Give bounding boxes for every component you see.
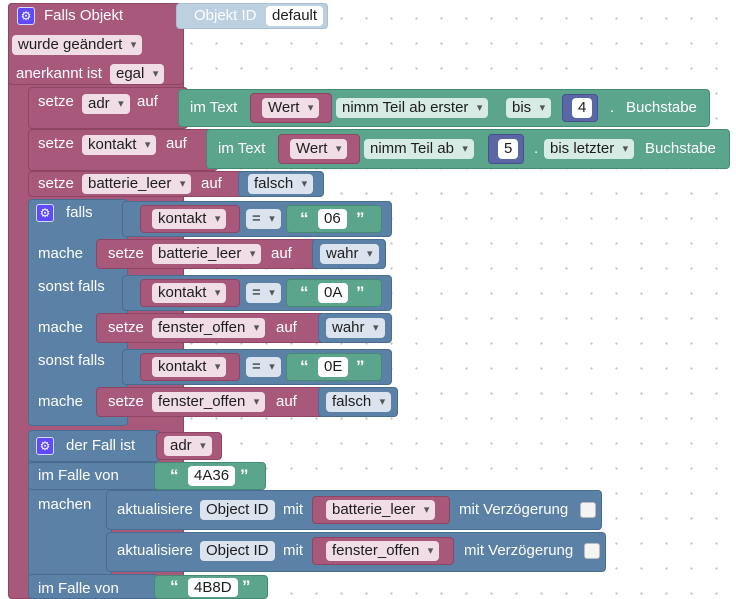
set-label: setze bbox=[38, 135, 74, 152]
quote-close-icon: ” bbox=[242, 577, 251, 596]
switch-var-dropdown[interactable]: adr bbox=[164, 436, 212, 456]
text-field-0E[interactable]: 0E bbox=[318, 357, 349, 377]
suffix-label-1: Buchstabe bbox=[626, 99, 697, 116]
quote-open-icon: “ bbox=[300, 209, 309, 228]
with-label-1: mit bbox=[283, 501, 303, 518]
dot-label-1: . bbox=[610, 99, 615, 116]
operator-dropdown-3[interactable]: = bbox=[246, 357, 281, 377]
delay-label-2: mit Verzögerung bbox=[464, 542, 574, 559]
to-label: auf bbox=[137, 93, 158, 110]
case-do-label: machen bbox=[38, 496, 92, 513]
bool-dropdown-wahr-1[interactable]: wahr bbox=[320, 244, 379, 264]
operator-dropdown-2[interactable]: = bbox=[246, 283, 281, 303]
quote-open-icon: “ bbox=[170, 466, 179, 485]
number-field-4[interactable]: 4 bbox=[572, 98, 593, 118]
update-label-2: aktualisiere bbox=[117, 542, 193, 559]
text-field-06[interactable]: 06 bbox=[318, 209, 347, 229]
gear-icon[interactable]: ⚙ bbox=[36, 437, 54, 455]
action-to-label-1: auf bbox=[271, 245, 292, 262]
set-label: setze bbox=[38, 175, 74, 192]
set-label: setze bbox=[38, 93, 74, 110]
action-var-dropdown-2[interactable]: fenster_offen bbox=[152, 318, 266, 338]
action-var-dropdown-3[interactable]: fenster_offen bbox=[152, 392, 266, 412]
var-dropdown-adr[interactable]: adr bbox=[82, 94, 130, 114]
object-id-field[interactable]: default bbox=[266, 6, 324, 26]
action-to-label-2: auf bbox=[276, 319, 297, 336]
switch-title: der Fall ist bbox=[66, 437, 136, 454]
bool-dropdown-falsch[interactable]: falsch bbox=[248, 174, 314, 194]
compare-var-dropdown-1[interactable]: kontakt bbox=[152, 209, 227, 229]
quote-open-icon: “ bbox=[300, 357, 309, 376]
delay-label-1: mit Verzögerung bbox=[459, 501, 569, 518]
action-set-label-3: setze bbox=[108, 393, 144, 410]
case-label-2: im Falle von bbox=[38, 580, 119, 597]
operator-dropdown-1[interactable]: = bbox=[246, 209, 281, 229]
ack-label: anerkannt ist bbox=[16, 65, 102, 82]
dot-label-2: . bbox=[534, 140, 539, 157]
object-id-field-1[interactable]: Object ID bbox=[200, 500, 275, 520]
substring-mode-dropdown-2[interactable]: nimm Teil ab bbox=[364, 139, 474, 159]
update-label-1: aktualisiere bbox=[117, 501, 193, 518]
case-value-1[interactable]: 4A36 bbox=[188, 466, 236, 486]
until-mode-dropdown-2[interactable]: bis letzter bbox=[544, 139, 635, 159]
else-if-label-2: sonst falls bbox=[38, 352, 105, 369]
quote-close-icon: ” bbox=[356, 209, 365, 228]
to-label: auf bbox=[201, 175, 222, 192]
quote-close-icon: ” bbox=[356, 357, 365, 376]
if-label: falls bbox=[66, 204, 93, 221]
source-var-dropdown-2[interactable]: Wert bbox=[290, 139, 348, 159]
gear-icon[interactable]: ⚙ bbox=[36, 204, 54, 222]
object-id-label: Objekt ID bbox=[194, 7, 257, 24]
action-to-label-3: auf bbox=[276, 393, 297, 410]
delay-checkbox-1[interactable] bbox=[580, 502, 596, 518]
quote-close-icon: ” bbox=[356, 283, 365, 302]
to-label: auf bbox=[166, 135, 187, 152]
source-var-dropdown-1[interactable]: Wert bbox=[262, 98, 320, 118]
case-value-2[interactable]: 4B8D bbox=[188, 578, 238, 597]
else-if-label-1: sonst falls bbox=[38, 278, 105, 295]
gear-icon[interactable]: ⚙ bbox=[17, 7, 35, 25]
text-field-0A[interactable]: 0A bbox=[318, 283, 349, 303]
number-field-5[interactable]: 5 bbox=[498, 139, 519, 159]
var-dropdown-kontakt[interactable]: kontakt bbox=[82, 135, 157, 155]
compare-var-dropdown-2[interactable]: kontakt bbox=[152, 283, 227, 303]
delay-checkbox-2[interactable] bbox=[584, 543, 600, 559]
substring-mode-dropdown-1[interactable]: nimm Teil ab erster bbox=[336, 98, 489, 118]
do-label-1: mache bbox=[38, 245, 84, 262]
action-var-dropdown-1[interactable]: batterie_leer bbox=[152, 244, 262, 264]
in-text-label: im Text bbox=[190, 99, 238, 116]
bool-dropdown-falsch-2[interactable]: falsch bbox=[326, 392, 392, 412]
quote-close-icon: ” bbox=[240, 466, 249, 485]
update-var-dropdown-2[interactable]: fenster_offen bbox=[326, 541, 440, 561]
case-label-1: im Falle von bbox=[38, 467, 119, 484]
compare-var-dropdown-3[interactable]: kontakt bbox=[152, 357, 227, 377]
ack-dropdown[interactable]: egal bbox=[110, 64, 165, 84]
do-label-3: mache bbox=[38, 393, 84, 410]
changed-dropdown[interactable]: wurde geändert bbox=[12, 35, 143, 55]
quote-open-icon: “ bbox=[170, 577, 179, 596]
with-label-2: mit bbox=[283, 542, 303, 559]
action-set-label-2: setze bbox=[108, 319, 144, 336]
do-label-2: mache bbox=[38, 319, 84, 336]
update-var-dropdown-1[interactable]: batterie_leer bbox=[326, 500, 436, 520]
var-dropdown-batterie[interactable]: batterie_leer bbox=[82, 174, 192, 194]
trigger-title: Falls Objekt bbox=[44, 7, 124, 24]
until-mode-dropdown-1[interactable]: bis bbox=[506, 98, 552, 118]
in-text-label: im Text bbox=[218, 140, 266, 157]
object-id-field-2[interactable]: Object ID bbox=[200, 541, 275, 561]
suffix-label-2: Buchstabe bbox=[645, 140, 716, 157]
bool-dropdown-wahr-2[interactable]: wahr bbox=[326, 318, 385, 338]
action-set-label-1: setze bbox=[108, 245, 144, 262]
quote-open-icon: “ bbox=[300, 283, 309, 302]
